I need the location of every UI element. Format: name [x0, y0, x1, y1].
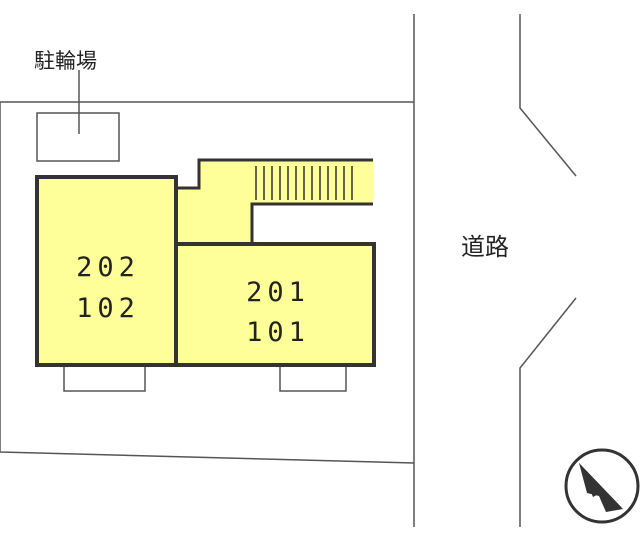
unit-202: 202: [76, 252, 140, 283]
west-building: [35, 175, 178, 367]
road-label: 道路: [461, 233, 509, 261]
east-step: [279, 365, 347, 392]
stair-hall-inner-outline: [250, 202, 373, 244]
stair-hall: [176, 160, 373, 244]
compass-arrow-icon: [564, 448, 640, 524]
stair-hall-outline: [176, 158, 373, 190]
east-building: [174, 242, 376, 367]
staircase-treads: [255, 166, 353, 200]
unit-102: 102: [76, 293, 140, 324]
road-edge-right-upper: [519, 14, 577, 177]
west-step: [63, 365, 146, 392]
compass-arrow-head-tip: [579, 463, 623, 512]
lot-boundary: [0, 101, 415, 464]
north-arrow: [564, 448, 640, 524]
unit-201: 201: [246, 277, 310, 308]
unit-101: 101: [246, 317, 310, 348]
road-edge-right-lower: [519, 297, 577, 527]
bicycle-parking-label: 駐輪場: [34, 49, 97, 73]
bicycle-parking-box: [36, 112, 120, 162]
